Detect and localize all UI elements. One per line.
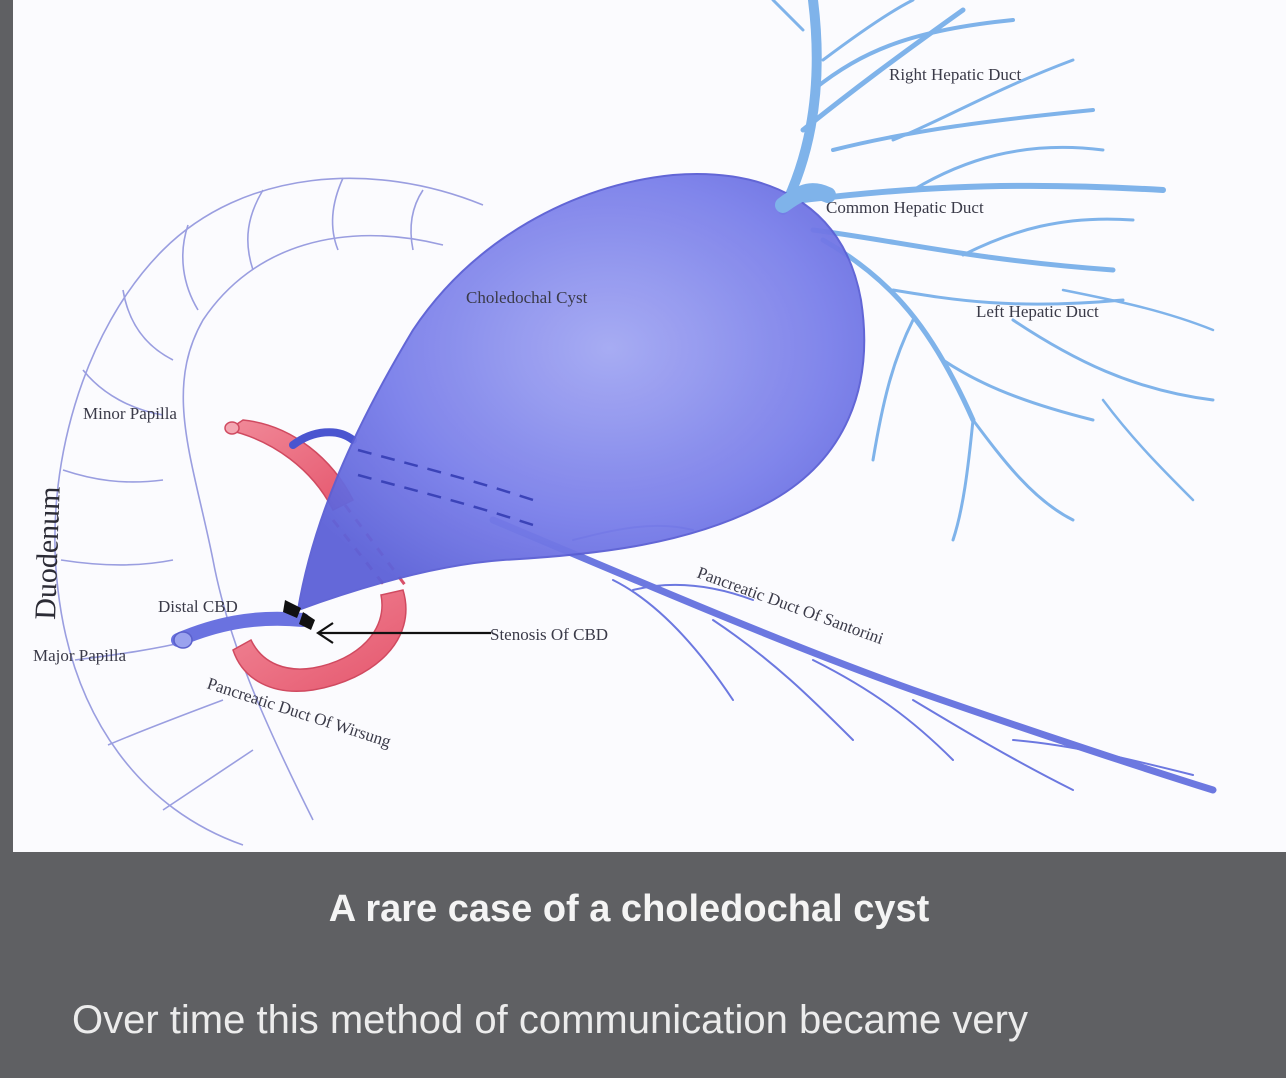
label-stenosis-of-cbd: Stenosis Of CBD [490, 625, 608, 644]
label-major-papilla: Major Papilla [33, 646, 126, 665]
choledochal-cyst [298, 174, 864, 610]
minor-papilla [225, 422, 239, 434]
caption-body: Over time this method of communication b… [72, 998, 1252, 1043]
minor-papilla-duct [293, 432, 353, 445]
common-hepatic-duct-trunk [783, 191, 828, 205]
label-left-hepatic-duct: Left Hepatic Duct [976, 302, 1099, 321]
choledochal-cyst-illustration: Right Hepatic Duct Common Hepatic Duct L… [13, 0, 1286, 852]
distal-cbd [178, 619, 303, 640]
label-right-hepatic-duct: Right Hepatic Duct [889, 65, 1021, 84]
label-common-hepatic-duct: Common Hepatic Duct [826, 198, 984, 217]
label-distal-cbd: Distal CBD [158, 597, 238, 616]
label-minor-papilla: Minor Papilla [83, 404, 177, 423]
label-pancreatic-duct-santorini: Pancreatic Duct Of Santorini [695, 563, 887, 648]
label-duodenum: Duodenum [29, 486, 67, 620]
major-papilla [174, 632, 192, 648]
stenosis-arrow [318, 623, 491, 643]
anatomy-diagram: Right Hepatic Duct Common Hepatic Duct L… [13, 0, 1286, 852]
label-choledochal-cyst: Choledochal Cyst [466, 288, 588, 307]
caption-title: A rare case of a choledochal cyst [0, 888, 1258, 931]
santorini-duct [493, 520, 1213, 790]
